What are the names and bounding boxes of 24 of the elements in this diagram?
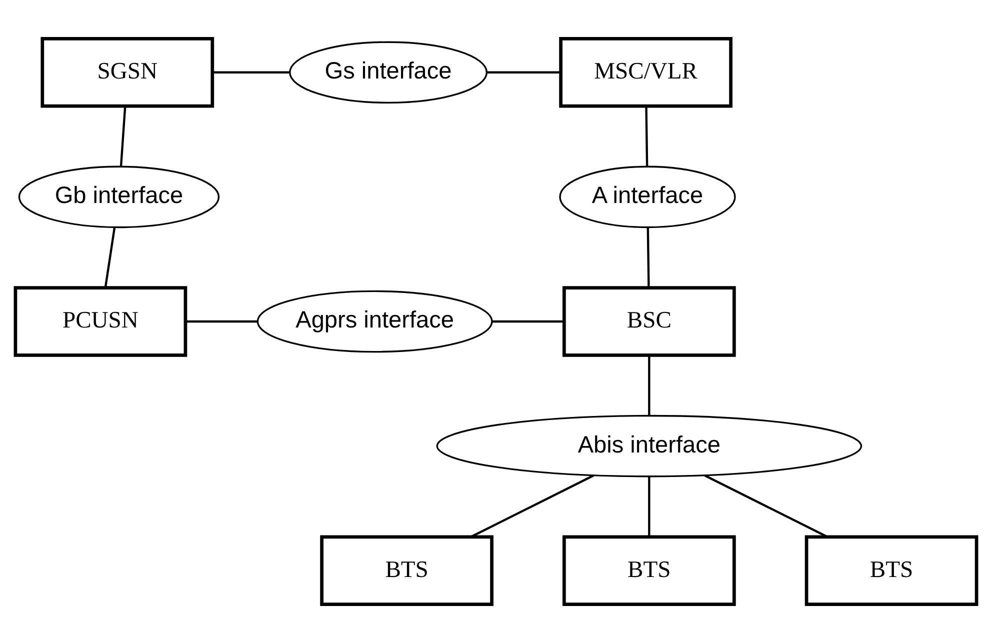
node-box: BTS [562,534,736,606]
node-box: MSC/VLR [559,36,732,108]
connector [648,476,650,536]
connector [186,320,258,322]
node-ellipse: Abis interface [436,414,862,477]
node-ellipse: Gb interface [18,165,220,228]
connector [104,226,116,288]
connector [648,355,650,415]
connector [120,106,126,166]
node-box: BTS [320,534,494,606]
connector [646,226,650,287]
node-box: BSC [562,286,736,356]
connector [645,106,648,166]
connector [470,474,594,538]
connector [212,70,290,73]
connector [492,320,564,322]
connector [486,70,561,73]
node-ellipse: Agprs interface [256,290,493,352]
node-box: SGSN [40,36,214,108]
connector [704,474,828,538]
node-box: PCUSN [14,286,188,356]
node-ellipse: Gs interface [288,40,488,104]
node-ellipse: A interface [559,165,736,228]
node-box: BTS [804,534,978,606]
